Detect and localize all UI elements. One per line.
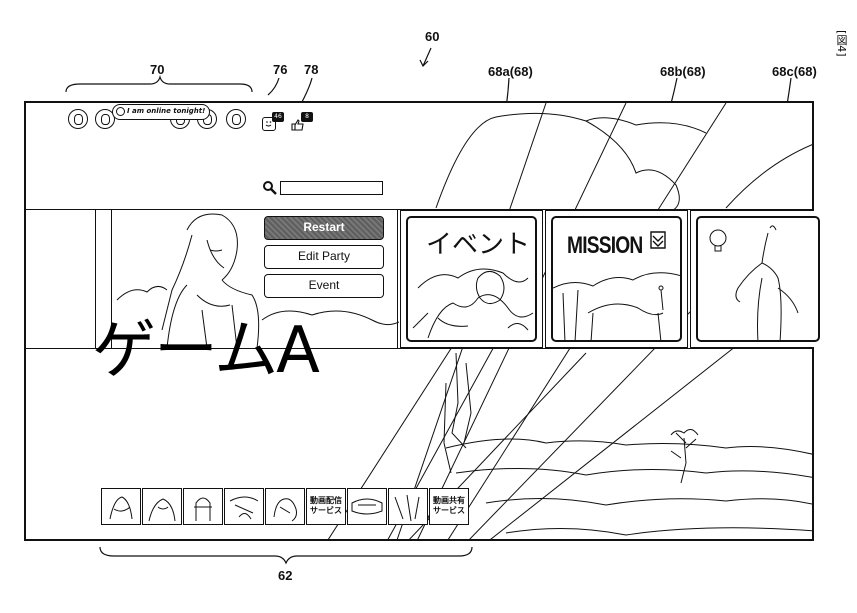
- hint-card[interactable]: [690, 210, 814, 348]
- magnifier-icon[interactable]: [262, 180, 278, 196]
- hint-card-frame: [696, 216, 820, 342]
- online-dot-icon: [116, 107, 125, 116]
- video-sharing-service-item[interactable]: 動画共有サービス: [429, 488, 469, 525]
- hint-card-art: [698, 218, 820, 342]
- chevron-badge-icon: [651, 232, 665, 248]
- app-dock: 動画配信サービス 動画共有サービス: [101, 488, 470, 526]
- game-title: ゲームA: [92, 316, 318, 386]
- previous-game-slot[interactable]: [24, 210, 96, 348]
- restart-button[interactable]: Restart: [264, 216, 384, 240]
- dock-item[interactable]: [142, 488, 182, 525]
- friend-avatar-icon[interactable]: [226, 109, 246, 129]
- dock-item[interactable]: [183, 488, 223, 525]
- dock-item[interactable]: [265, 488, 305, 525]
- event-card-frame: イベント: [406, 216, 537, 342]
- event-card[interactable]: イベント: [400, 210, 543, 348]
- dock-item[interactable]: [101, 488, 141, 525]
- search-input[interactable]: [280, 181, 383, 195]
- notification-count-badge: 46: [272, 112, 284, 122]
- edit-party-button[interactable]: Edit Party: [264, 245, 384, 269]
- video-streaming-service-item[interactable]: 動画配信サービス: [306, 488, 346, 525]
- dock-item[interactable]: [388, 488, 428, 525]
- event-button[interactable]: Event: [264, 274, 384, 298]
- dock-item[interactable]: [347, 488, 387, 525]
- mission-card[interactable]: MISSION: [545, 210, 688, 348]
- dock-item[interactable]: [224, 488, 264, 525]
- status-text: I am online tonight!: [127, 107, 205, 115]
- mission-card-frame: MISSION: [551, 216, 682, 342]
- message-count-badge: 8: [301, 112, 313, 122]
- mission-card-title: MISSION: [567, 232, 642, 260]
- event-card-title: イベント: [426, 230, 530, 260]
- friend-avatar-icon[interactable]: [68, 109, 88, 129]
- status-bubble: I am online tonight!: [112, 104, 210, 120]
